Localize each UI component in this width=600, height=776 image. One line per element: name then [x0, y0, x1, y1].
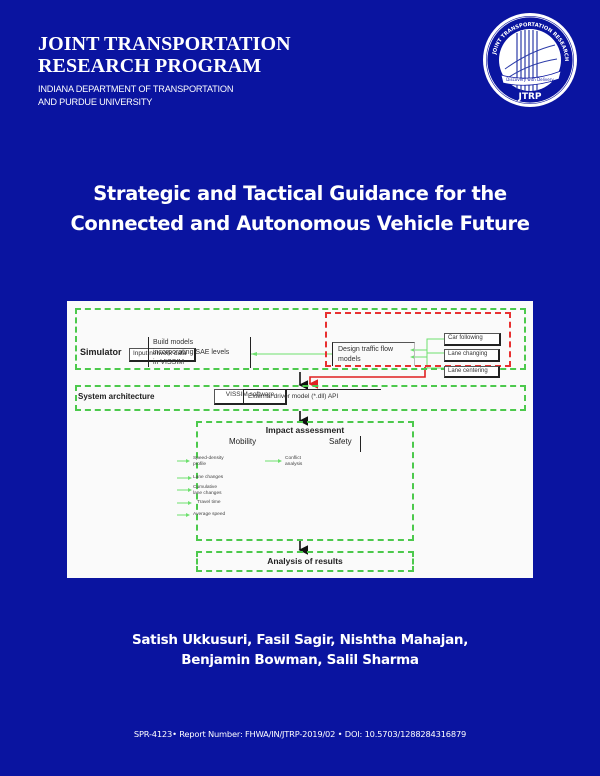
mobility-item: Average speed: [193, 512, 226, 517]
svg-text:JTRP: JTRP: [517, 92, 541, 102]
diagram-connectors: [137, 338, 444, 555]
mobility-label: Mobility: [229, 437, 257, 446]
lane-centering-box: Lane centering: [444, 366, 500, 378]
jtrp-seal-logo: Discovery with Delivery JTRP JOINT TRANS…: [481, 11, 579, 109]
seal-icon: Discovery with Delivery JTRP JOINT TRANS…: [481, 11, 577, 107]
report-title-line2: Connected and Autonomous Vehicle Future: [70, 212, 530, 235]
mobility-item: Lane changes: [193, 475, 224, 480]
system-architecture-label: System architecture: [78, 392, 155, 401]
simulator-label: Simulator: [80, 347, 122, 357]
mobility-item: Speed-density profile: [193, 456, 224, 467]
safety-item: Conflict analysis: [285, 456, 303, 467]
org-subtitle-line1: INDIANA DEPARTMENT OF TRANSPORTATION: [38, 84, 234, 94]
analysis-label: Analysis of results: [267, 556, 343, 566]
impact-assessment-group: [196, 421, 414, 541]
design-models-box: Design traffic flow models: [332, 342, 415, 366]
report-title: Strategic and Tactical Guidance for the …: [0, 179, 600, 239]
org-subtitle-line2: AND PURDUE UNIVERSITY: [38, 97, 153, 107]
authors: Satish Ukkusuri, Fasil Sagir, Nishtha Ma…: [0, 630, 600, 670]
authors-line2: Benjamin Bowman, Salil Sharma: [181, 652, 419, 668]
org-name-line2: RESEARCH PROGRAM: [38, 55, 262, 77]
impact-assessment-label: Impact assessment: [265, 425, 345, 435]
org-subtitle: INDIANA DEPARTMENT OF TRANSPORTATION AND…: [38, 83, 233, 109]
car-following-box: Car following: [444, 333, 501, 346]
report-identifiers: SPR-4123• Report Number: FHWA/IN/JTRP-20…: [133, 729, 467, 739]
highlight-group: [325, 312, 511, 367]
org-name: JOINT TRANSPORTATION RESEARCH PROGRAM: [38, 33, 291, 77]
mobility-item: Cumulative lane changes: [193, 485, 222, 496]
network-data-box: Input network data: [129, 348, 196, 362]
safety-label: Safety: [329, 437, 352, 446]
org-name-line1: JOINT TRANSPORTATION: [38, 33, 291, 55]
report-title-line1: Strategic and Tactical Guidance for the: [93, 182, 507, 205]
svg-text:Discovery with Delivery: Discovery with Delivery: [506, 77, 554, 82]
driver-model-api-box: External driver model (*.dll) API: [243, 389, 381, 405]
authors-line1: Satish Ukkusuri, Fasil Sagir, Nishtha Ma…: [131, 632, 469, 648]
lane-changing-box: Lane changing: [444, 349, 500, 362]
mobility-item: Travel time: [197, 500, 221, 505]
methodology-diagram: Simulator Input network data Build model…: [67, 301, 533, 578]
simulator-group: [75, 308, 526, 370]
system-architecture-group: [75, 385, 526, 411]
build-models-box: Build models incorporating SAE levels in…: [153, 339, 230, 366]
analysis-group: [196, 551, 414, 572]
